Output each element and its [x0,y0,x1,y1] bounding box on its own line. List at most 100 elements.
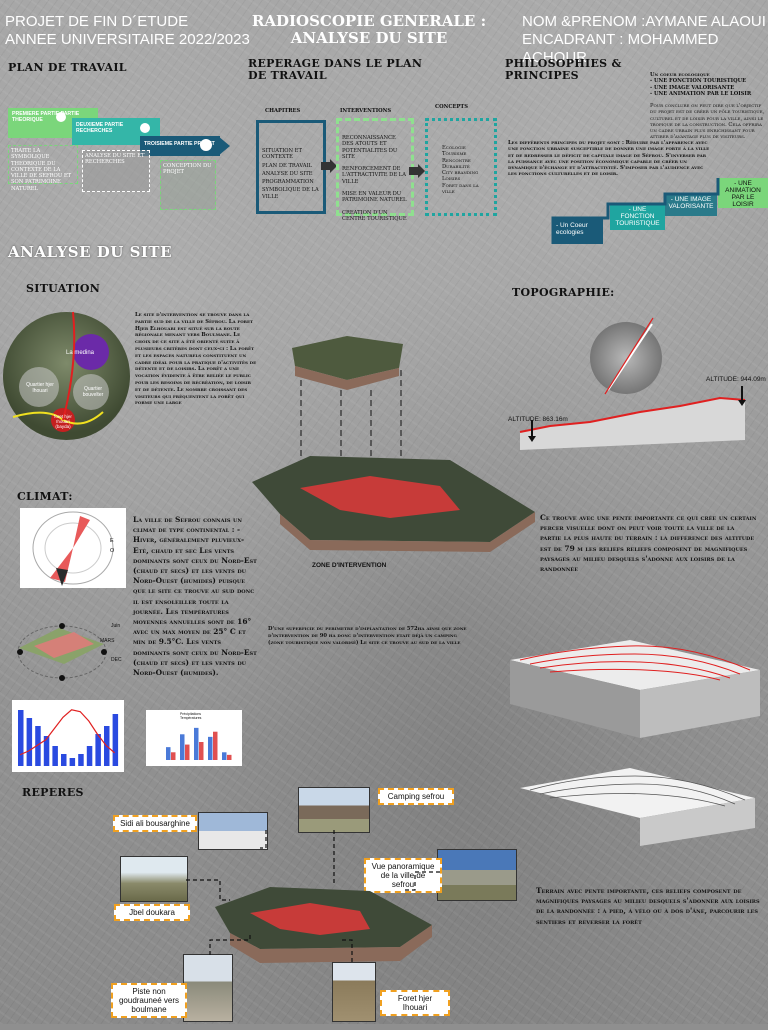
concept-item: Foret dans la ville [442,182,479,196]
search-icon [140,123,150,133]
chart-b-bar [222,752,227,760]
step-2-label: - UNE FONCTION TOURISTIQUE [615,206,660,227]
label-piste: Piste non goudrauneé vers boulmane [111,983,187,1018]
temperature-line [19,709,115,756]
part3-label: TROISIEME PARTIE PROJET [144,141,215,147]
staircase-lines [551,178,720,244]
topo-text-2: Terrain avec pente importante, ces relie… [536,886,760,926]
person-icon [56,112,66,122]
intervention-item: MISE EN VALEUR DU PATRIMOINE NATUREL [342,191,407,204]
climate-chart-a-svg [18,709,119,766]
east-label: E [110,538,114,544]
map-label-medina: La medina [66,350,95,356]
situation-heading: SITUATION [26,282,101,295]
site-model-main [252,456,535,552]
label-vue: Vue panoramique de la ville de sefrou [364,858,442,893]
reperes-heading: REPERES [22,786,84,799]
chart-b-bar [199,742,204,760]
sun-label-mars: MARS [100,638,115,644]
reperage-heading: REPERAGE DANS LE PLAN DE TRAVAIL [248,57,423,82]
part1-label: PREMIERE PARTIE PARTIE THEORIQUE [12,111,80,124]
page-title: RADIOSCOPIE GENERALE : ANALYSE DU SITE [238,13,500,47]
step-4: - UNE ANIMATION PAR LE LOISIR [718,178,768,208]
analyse-title: ANALYSE DU SITE [8,243,173,261]
philosophy-item: - UNE FONCTION TOURISTIQUE [650,78,747,85]
chart-b-bar [208,736,213,760]
topo-3d-lines [520,768,755,846]
precip-bar [69,758,76,766]
project-header-left: PROJET DE FIN D´ETUDE ANNEE UNIVERSITAIR… [5,13,250,49]
step-3-label: - UNE IMAGE VALORISANTE [668,196,714,210]
sun-angle-model [17,623,107,681]
concept-item: City branding [442,170,479,177]
photo-camping [298,787,370,833]
philosophies-list: Un coeur ecologique- UNE FONCTION TOURIS… [650,72,768,97]
situation-overlay [12,311,109,432]
label-jbel-doukara: Jbel doukara [114,904,190,921]
interventions-list: RECONNAISSANCE DES ATOUTS ET POTENTIALIT… [339,121,411,222]
precip-bar [86,746,93,766]
legend-temp: Températures [180,716,202,720]
reperes-connectors [186,830,440,962]
guide-line [340,390,342,470]
chapitre-item: ANALYSE DU SITE [262,170,313,177]
topographie-heading: TOPOGRAPHIE: [512,286,615,299]
concept-item: Rencontre [442,157,471,164]
philosophies-heading: PHILOSOPHIES & PRINCIPES [505,57,622,82]
chapitre-item: SYMBOLIQUE DE LA VILLE [262,187,319,200]
reperes-site-model [215,887,432,963]
climat-text: La ville de Sefrou connais un climat de … [133,515,257,678]
intervention-item: RENFORCEMENT DE L'ATTRACTIVITE DE LA VIL… [342,166,406,185]
altitude-high: ALTITUDE: 944.09m [706,376,766,383]
altitude-low: ALTITUDE: 863.16m [508,416,568,423]
col-concepts: CONCEPTS [435,104,468,110]
chart-b-bar [171,752,176,760]
photo-foret [332,962,376,1022]
chart-b-bar [227,754,232,760]
concept-item: Loisirs [442,176,461,183]
note3: CONCEPTION DU PROJET [160,160,216,210]
photo-sidi-ali [198,812,268,850]
label-sidi-ali: Sidi ali bousarghine [113,815,197,832]
philosophy-item: - UNE ANIMATION PAR LE LOISIR [650,90,752,97]
precip-bar [35,726,41,766]
supervisor-line: ENCADRANT : MOHAMMED ACHOUR [522,31,719,66]
philosophies-conclusion: Pour conclure on peut dire que l'objecti… [650,103,765,141]
sun-label-dec: DEC [111,657,122,663]
philosophy-item: - UNE IMAGE VALORISANTE [650,84,735,91]
note2: ANALYSE DU SITE ET RECHERCHES [82,150,150,192]
intervention-item: RECONNAISSANCE DES ATOUTS ET POTENTIALIT… [342,135,398,160]
topo-cut-line [604,317,654,395]
climat-heading: CLIMAT: [17,490,73,503]
precip-bar [61,754,67,766]
chart-b-legend: Précipitations Températures [180,712,201,720]
interventions-box: RECONNAISSANCE DES ATOUTS ET POTENTIALIT… [336,118,414,222]
photo-jbel-doukara [120,856,188,902]
map-label-foret: foret hjer Ihouari (bayda) [54,414,72,429]
author-header: NOM &PRENOM :AYMANE ALAOUI ENCADRANT : M… [522,13,768,67]
map-label-bouvelter: Quartier bouvelter [82,386,104,398]
chapitre-item: PROGRAMMATION [262,179,314,186]
west-label: O [110,548,115,554]
col-chapitres: CHAPITRES [265,108,301,114]
precip-bar [78,754,84,766]
chart-b-bar [213,731,218,760]
legend-precip: Précipitations [180,712,202,716]
chart-b-bar [185,744,190,760]
year-line: ANNEE UNIVERSITAIRE 2022/2023 [5,31,250,48]
topo-3d-red [510,640,760,738]
chart-b-bar [194,727,199,760]
sun-label-juin: Juin [111,623,121,629]
photo-piste [183,954,233,1022]
step-4-label: - UNE ANIMATION PAR LE LOISIR [725,180,761,208]
concept-item: Durabilité [442,163,470,170]
climate-chart-b-svg [166,727,232,760]
chapitre-item: PLAN DE TRAVAIL [262,162,312,169]
label-camping: Camping sefrou [378,788,454,805]
note1: TRAITE LA SYMBOLIQUE THEORIQUE DU CONTEX… [8,145,78,192]
sun-path-svg [32,511,114,586]
topo-circle-map [590,322,662,394]
